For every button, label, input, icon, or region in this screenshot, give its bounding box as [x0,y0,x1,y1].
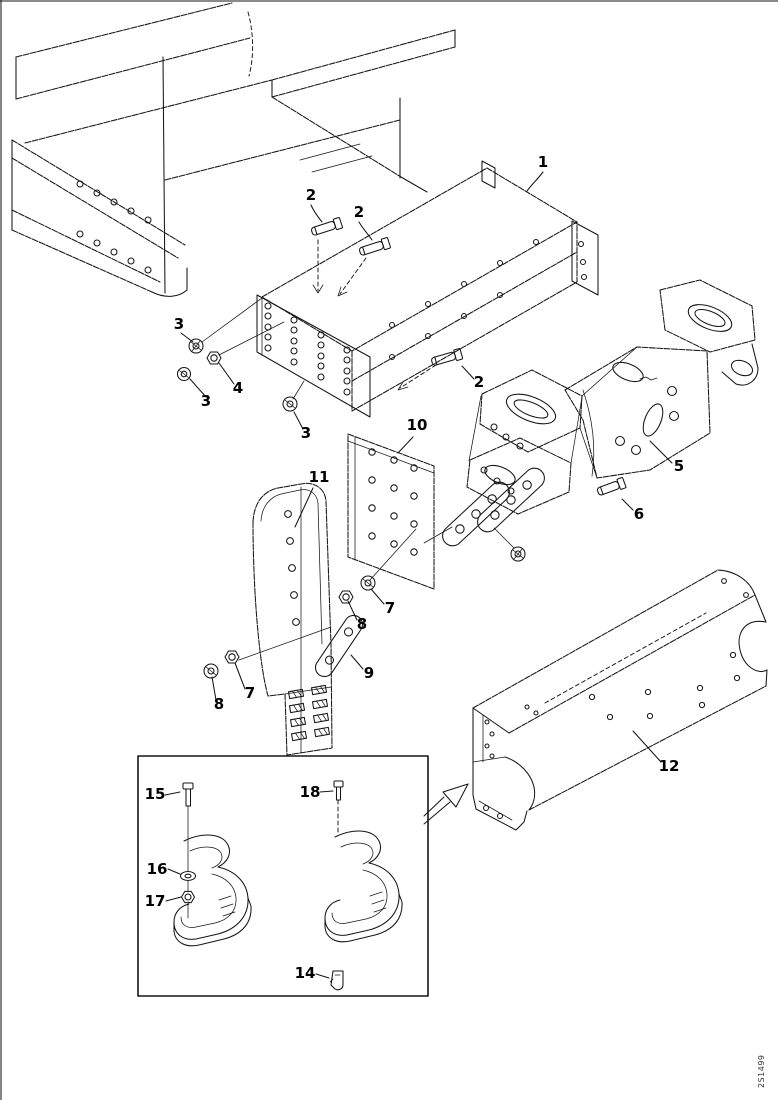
bolt-15 [182,782,194,919]
part-1-face-holes [388,238,540,361]
callout-label-3c: 3 [301,424,311,442]
doc-code: 2S1499 [757,1054,766,1088]
washer-7a [360,575,376,591]
frame [11,2,456,297]
nut-8a [338,590,354,604]
clamp-left [173,834,252,947]
nut-7b [224,650,240,664]
washer-3a [188,338,204,354]
link-9c [314,614,364,678]
bolt-2b [359,237,391,256]
link-9a [477,467,545,533]
bolt-2a [311,217,343,236]
callout-label-14: 14 [295,964,316,982]
washer-16 [179,870,197,882]
callout-label-5: 5 [674,457,684,475]
part-12-face-holes [588,651,741,721]
part-5-support [466,279,759,515]
callout-label-9: 9 [364,664,374,682]
callout-label-2a: 2 [306,186,316,204]
part-11-bracket [252,482,333,756]
clip-14 [329,970,344,991]
leader-lines [164,171,673,979]
part-11-slots [287,684,331,742]
frame-bolt-holes [76,180,152,274]
washer-3b [176,366,192,382]
bolt-2c [431,348,464,366]
callout-label-1: 1 [538,153,548,171]
callout-label-4: 4 [233,379,243,397]
clamp-right [324,830,403,943]
callout-label-7a: 7 [385,599,395,617]
nut-17 [180,890,196,904]
callout-label-16: 16 [147,860,168,878]
callout-label-10: 10 [407,416,428,434]
nut-4 [206,351,222,365]
callout-label-3b: 3 [201,392,211,410]
bolt-assembly-arrows [312,239,437,391]
part-1-crossmember [256,160,599,418]
inset-arrow [423,783,469,825]
callout-label-11: 11 [309,468,330,486]
washer-8c [510,546,526,562]
link-9b [442,481,510,547]
washer-3c [282,396,298,412]
part-12-channel [472,569,768,831]
part-10-plate [347,433,435,590]
callout-label-15: 15 [145,785,166,803]
callout-label-8a: 8 [357,615,367,633]
part-1-left-plate [256,294,371,418]
callout-label-17: 17 [145,892,166,910]
bolt-6 [596,477,627,496]
callout-label-8b: 8 [214,695,224,713]
callout-label-18: 18 [300,783,321,801]
callout-label-7b: 7 [245,684,255,702]
callout-label-6: 6 [634,505,644,523]
callouts: 1 2 2 2 3 3 3 4 5 6 7 7 8 8 9 10 11 12 1… [145,153,685,982]
washer-8b [203,663,219,679]
callout-label-2b: 2 [354,203,364,221]
bolt-18 [333,780,344,836]
callout-label-3a: 3 [174,315,184,333]
callout-label-2c: 2 [474,373,484,391]
callout-label-12: 12 [659,757,680,775]
